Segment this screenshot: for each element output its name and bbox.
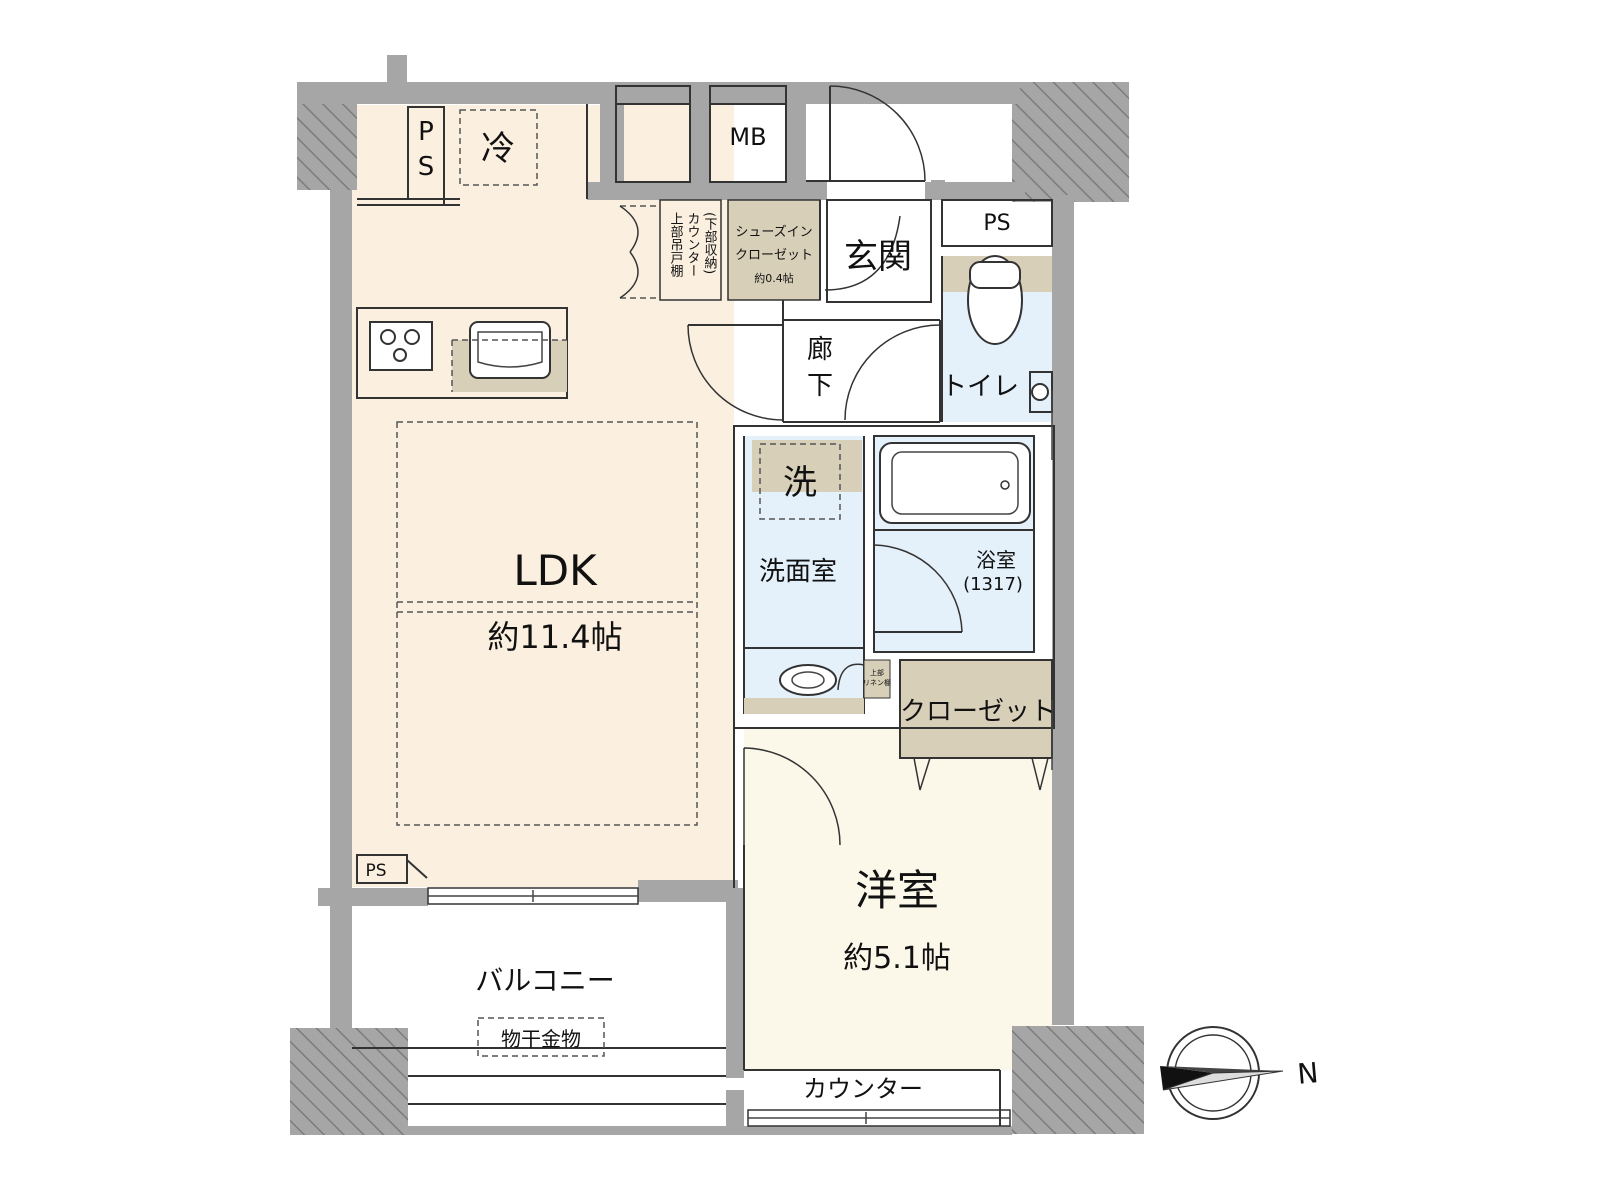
wall-column-bottom-left — [290, 1028, 408, 1135]
western-room-floor — [744, 728, 1054, 1070]
dining-area-outline — [396, 421, 698, 826]
kitchen-storage-col3: 上部吊戸棚 — [668, 212, 684, 277]
washer-area — [752, 440, 862, 492]
wall-top-left — [297, 82, 607, 104]
shoe-closet-line1: シューズイン — [735, 224, 812, 240]
entrance-door-swing — [829, 85, 926, 182]
washer-outline — [759, 443, 841, 520]
ldk-area-label: 約11.4帖 — [487, 618, 622, 656]
clothes-hanger-label: 物干金物 — [501, 1027, 581, 1051]
hallway-label-1: 廊 — [807, 335, 833, 365]
shoe-closet-area: 約0.4帖 — [754, 271, 794, 285]
entrance-label: 玄関 — [844, 237, 912, 277]
stove-icon — [369, 321, 433, 371]
ldk-label: LDK — [513, 546, 598, 595]
ldk-floor-kitchen-area — [352, 105, 587, 200]
mb-label: MB — [729, 123, 766, 151]
sink-icon — [469, 321, 551, 379]
ldk-door-swing — [687, 324, 784, 421]
toilet-paper-icon — [1031, 383, 1049, 401]
linen-label-2: リネン棚 — [863, 678, 891, 687]
balcony-label: バルコニー — [475, 964, 614, 997]
entrance-floor — [827, 200, 931, 300]
wall-ldk-bottom-left — [318, 888, 428, 906]
wall-ldk-bottom-right — [638, 880, 738, 902]
toilet-label: トイレ — [941, 372, 1019, 402]
linen-shelf-box — [863, 659, 891, 699]
clothes-hanger-outline — [477, 1017, 605, 1057]
compass-icon — [1160, 1026, 1284, 1120]
wall-column-top-right — [1012, 82, 1129, 202]
mb-box — [709, 85, 787, 183]
linen-label-1: 上部 — [870, 668, 884, 677]
basin-band — [744, 698, 864, 714]
western-room-label: 洋室 — [855, 866, 939, 915]
wall-partition-bottom — [726, 1090, 744, 1135]
wall-left — [330, 190, 352, 890]
wall-left-balcony — [330, 890, 352, 1030]
wall-top-ps-stub — [387, 55, 407, 85]
ps-box-right — [941, 199, 1053, 247]
washer-label: 洗 — [783, 463, 817, 503]
counter-label: カウンター — [803, 1075, 923, 1103]
wall-partition-vertical — [726, 888, 744, 1078]
bathtub-icon — [879, 442, 1031, 524]
closet-label: クローゼット — [900, 697, 1056, 727]
wall-bottom-edge — [408, 1126, 1012, 1135]
hallway-floor — [786, 320, 941, 422]
storage-box-left — [615, 85, 691, 183]
closet-box — [899, 659, 1053, 759]
balcony-floor — [352, 905, 726, 1070]
kitchen-storage-col1: (下部収納) — [702, 212, 718, 274]
wall-top-door-right — [925, 182, 1025, 200]
wall-top-storage-bottom — [587, 182, 827, 200]
fridge-label: 冷 — [481, 129, 515, 169]
washroom-label: 洗面室 — [759, 557, 837, 587]
ps-top-s-label: S — [418, 152, 435, 182]
hallway-label-2: 下 — [807, 371, 833, 401]
wall-column-bottom-right — [1012, 1026, 1144, 1134]
kitchen-storage-col2: カウンター — [685, 212, 700, 277]
wall-top-mb-divider — [690, 104, 710, 184]
bath-size-label: (1317) — [963, 574, 1023, 595]
wall-right — [1052, 195, 1074, 1025]
compass-north-label: N — [1296, 1056, 1320, 1091]
fridge-outline — [459, 109, 538, 186]
western-door-swing — [743, 747, 841, 846]
ps-bottom-label: PS — [365, 861, 386, 881]
bath-label: 浴室 — [976, 548, 1016, 572]
western-room-area-label: 約5.1帖 — [843, 941, 951, 976]
ps-right-label: PS — [983, 211, 1010, 236]
entrance-box — [826, 199, 932, 303]
toilet-tank-icon — [969, 261, 1021, 289]
wash-basin-icon — [779, 664, 837, 696]
bath-door-swing — [873, 544, 963, 633]
shoe-closet-line2: クローゼット — [735, 248, 813, 263]
ps-top-p-label: P — [418, 117, 434, 147]
ps-box-bottom — [356, 854, 408, 884]
kitchen-storage-box — [659, 199, 722, 301]
wall-top-right — [600, 82, 1020, 104]
wall-top-mb-right — [786, 104, 806, 184]
toilet-door-swing — [844, 324, 941, 421]
shoe-closet-box — [727, 199, 821, 301]
